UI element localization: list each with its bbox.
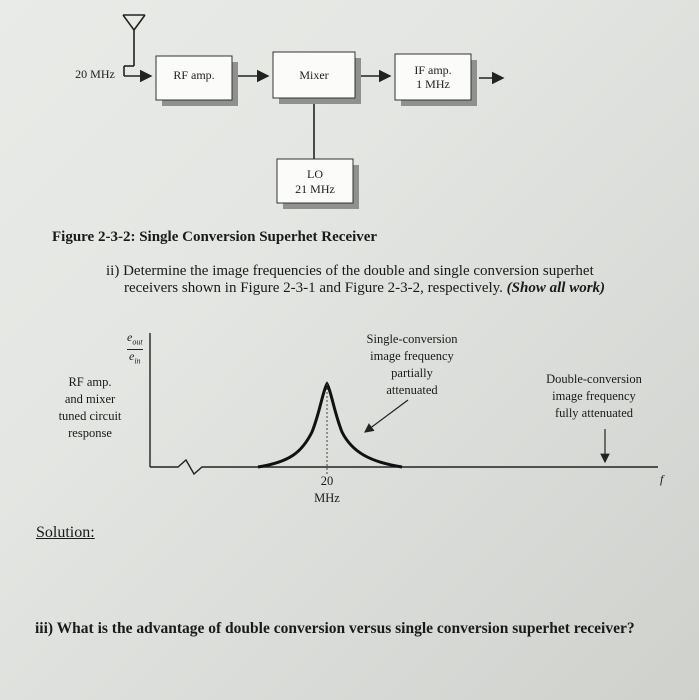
question-iii: iii) What is the advantage of double con… (35, 620, 635, 637)
question-ii-line2: receivers shown in Figure 2-3-1 and Figu… (124, 280, 503, 296)
tuned-circuit-label: RF amp. and mixer tuned circuit response (58, 375, 122, 440)
if-amp-block: IF amp. 1 MHz (394, 53, 477, 106)
if-frequency-label: 1 MHz (416, 77, 450, 91)
question-ii: ii) Determine the image frequencies of t… (106, 263, 605, 297)
double-conversion-label: Double-conversion image frequency fully … (546, 372, 642, 420)
figure-caption: Figure 2-3-2: Single Conversion Superhet… (52, 229, 378, 245)
x-axis (150, 458, 658, 476)
input-frequency-label: 20 MHz (75, 67, 115, 81)
peak-frequency-label: 20 MHz (314, 474, 340, 505)
mixer-block: Mixer (272, 51, 361, 104)
x-axis-label: f (660, 472, 664, 486)
response-graph (149, 333, 658, 476)
single-conversion-arrow (364, 399, 409, 433)
y-axis-label: eout ein (127, 330, 143, 366)
show-work-emphasis: (Show all work) (506, 280, 606, 296)
rf-amp-block: RF amp. (155, 55, 238, 106)
antenna-icon (122, 14, 153, 83)
lo-block: LO 21 MHz (276, 158, 359, 209)
lo-label: LO (307, 167, 323, 181)
question-ii-line1: ii) Determine the image frequencies of t… (106, 263, 594, 279)
lo-frequency-label: 21 MHz (295, 182, 335, 196)
mixer-label: Mixer (299, 68, 328, 82)
if-amp-label: IF amp. (414, 63, 451, 77)
rf-amp-label: RF amp. (173, 68, 214, 82)
solution-heading: Solution: (36, 524, 95, 541)
single-conversion-label: Single-conversion image frequency partia… (366, 332, 458, 397)
